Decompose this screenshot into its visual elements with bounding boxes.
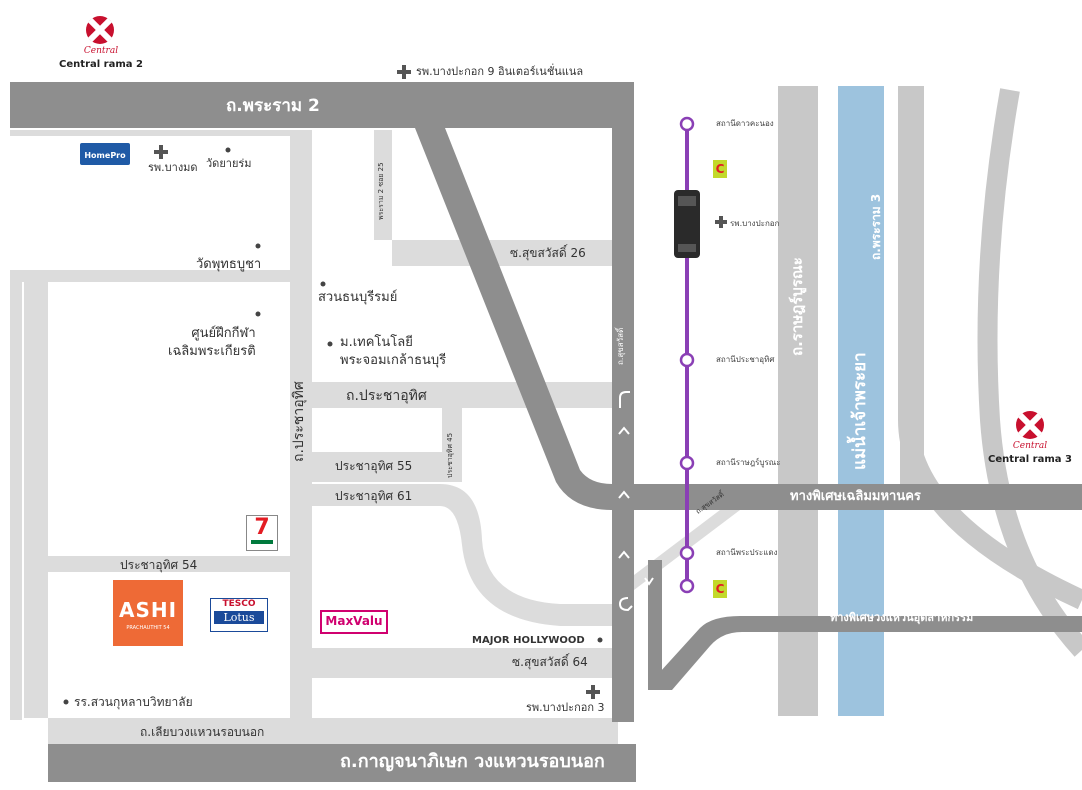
road-local-outer-label: ถ.เลียบวงแหวนรอบนอก [140,725,265,739]
place-major-hollywood[interactable]: MAJOR HOLLYWOOD [472,635,585,646]
central-rama3-label: Central rama 3 [988,454,1072,465]
direction-arrows [618,391,654,612]
road-suksawat64-label: ซ.สุขสวัสดิ์ 64 [512,655,588,669]
central-rama2-logo[interactable]: Central Central rama 2 [58,46,144,70]
road-rama2-label: ถ.พระราม 2 [226,96,320,116]
station-prachauthit[interactable]: สถานีประชาอุทิศ [716,355,775,364]
central-logo-icon [86,16,1044,439]
road-expressway2-label: ทางพิเศษวงแหวนอุตสาหกรรม [830,611,974,624]
central-rama3-logo[interactable]: Central Central rama 3 [985,441,1075,465]
tesco-logo-bottom: Lotus [214,611,264,624]
place-bangmot-hospital[interactable]: รพ.บางมด [148,161,198,174]
secondary-roads [10,130,618,744]
road-suksawat26-label: ซ.สุขสวัสดิ์ 26 [510,246,586,260]
road-prachauthit45-label: ประชาอุทิศ 45 [446,432,454,478]
road-prachauthit-label: ถ.ประชาอุทิศ [346,388,427,404]
road-kanchanaphisek-label: ถ.กาญจนาภิเษก วงแหวนรอบนอก [340,751,605,772]
rama3-curves [898,86,1082,657]
seven-eleven-logo[interactable]: 7 [246,515,278,551]
central-brand-text: Central [83,46,119,56]
road-rama3-label: ถ.พระราม 3 [869,193,883,260]
place-suan-thon[interactable]: สวนธนบุรีรมย์ [318,290,398,305]
ratburana-road [778,86,818,716]
road-prachauthit55-label: ประชาอุทิศ 55 [335,459,413,473]
seven-eleven-number: 7 [254,515,270,540]
road-prachauthit54-label: ประชาอุทิศ 54 [120,558,198,572]
river-label: แม่น้ำเจ้าพระยา [850,352,870,470]
train-icon [674,190,700,258]
cstore-logo-top[interactable]: C [713,160,727,178]
place-wat-phutthabucha[interactable]: วัดพุทธบูชา [196,257,262,272]
location-dots [63,147,603,705]
road-expressway-label: ทางพิเศษเฉลิมมหานคร [790,489,921,504]
place-school[interactable]: รร.สวนกุหลาบวิทยาลัย [74,695,193,709]
ashi-logo-sub: PRACHAUTHIT 54 [126,625,170,631]
station-phra-pradaeng[interactable]: สถานีพระประแดง [716,548,778,557]
place-bangpakok9[interactable]: รพ.บางปะกอก 9 อินเตอร์เนชั่นแนล [416,65,584,78]
central-rama2-label: Central rama 2 [59,59,143,70]
place-training-center[interactable]: ศูนย์ฝึกกีฬา เฉลิมพระเกียรติ [168,326,256,360]
place-kmutt[interactable]: ม.เทคโนโลยี พระจอมเกล้าธนบุรี [340,335,447,369]
metro-stations [679,116,695,594]
tesco-logo-top: TESCO [222,599,256,609]
road-prachauthit-v-label: ถ.ประชาอุทิศ [291,381,307,462]
place-wat-yai-rom[interactable]: วัดยายร่ม [206,157,252,170]
homepro-logo[interactable]: HomePro [80,143,130,165]
hospital-icons [154,65,727,699]
maxvalu-logo[interactable]: MaxValu [320,610,388,634]
river [838,86,884,716]
place-bangpakok-small[interactable]: รพ.บางปะกอก [730,219,780,228]
station-dao-khanong[interactable]: สถานีดาวคะนอง [716,119,774,128]
ashi-logo[interactable]: ASHI PRACHAUTHIT 54 [113,580,183,646]
cstore-logo-bottom[interactable]: C [713,580,727,598]
ashi-logo-main: ASHI [118,598,178,622]
tesco-lotus-logo[interactable]: TESCO Lotus [210,598,268,632]
seven-eleven-stripe [251,540,273,544]
road-suksawat-v-label: ถ.สุขสวัสดิ์ [616,327,625,365]
road-prachauthit61-label: ประชาอุทิศ 61 [335,489,413,503]
station-ratburana[interactable]: สถานีราษฎร์บูรณะ [716,458,781,467]
place-bangpakok3[interactable]: รพ.บางปะกอก 3 [526,701,605,714]
main-roads [10,82,1082,782]
road-rama2-soi25-label: พระราม 2 ซอย 25 [377,162,385,220]
central-brand-text-3: Central [1012,441,1048,451]
road-ratburana-label: ถ.ราษฎร์บูรณะ [788,257,806,356]
